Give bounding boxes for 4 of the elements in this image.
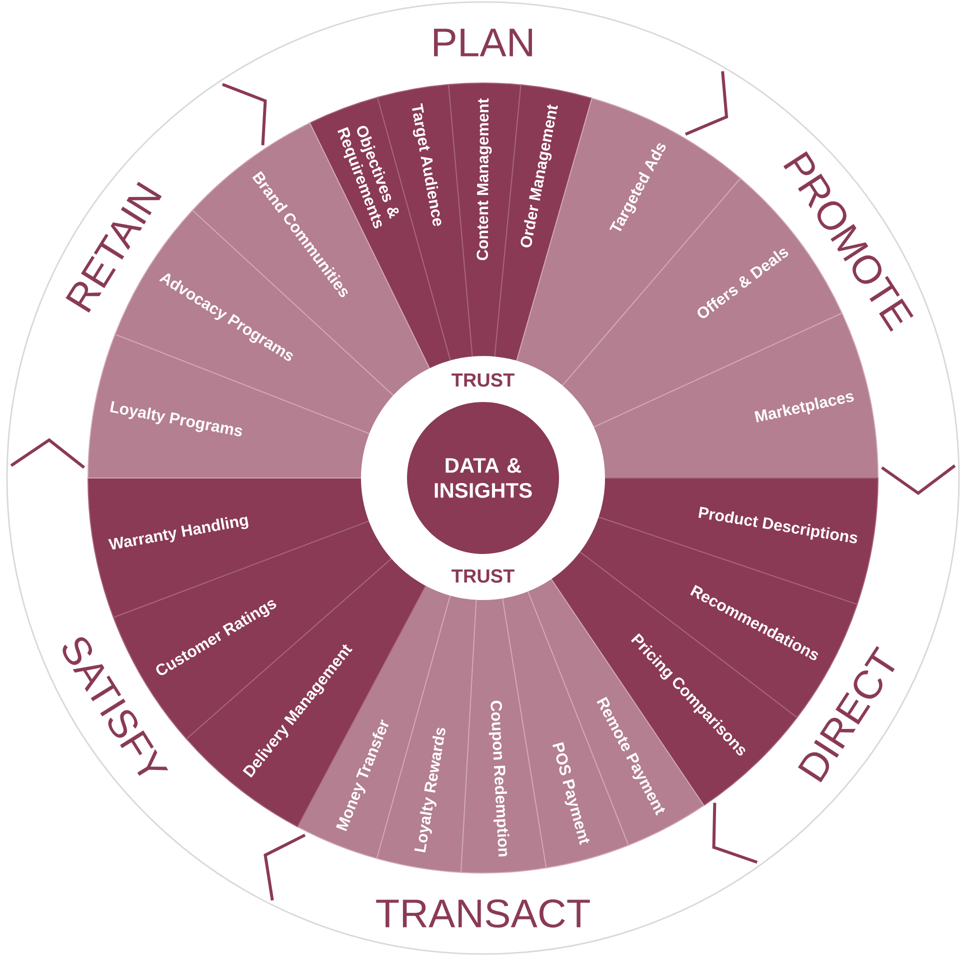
segment-wedge: Coupon Redemption <box>460 596 547 874</box>
section-label: PLAN <box>434 28 532 56</box>
section-label: TRANSACT <box>376 899 590 928</box>
segment-wedge: Content Management <box>448 82 522 360</box>
